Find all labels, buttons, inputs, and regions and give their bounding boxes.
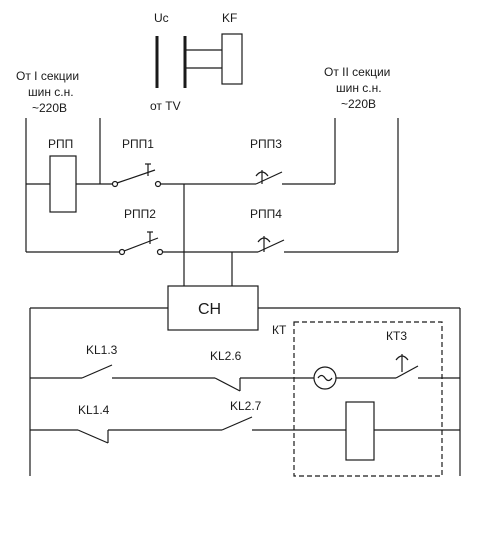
circuit-row-2 <box>30 416 460 444</box>
svg-text:~220В: ~220В <box>341 97 376 111</box>
svg-text:От I секции: От I секции <box>16 69 79 83</box>
rpp3-contact <box>250 118 336 185</box>
source-1-label: От I секции шин с.н. ~220В <box>16 69 79 115</box>
kt-enclosure <box>293 321 443 477</box>
svg-text:шин с.н.: шин с.н. <box>336 81 382 95</box>
svg-text:шин с.н.: шин с.н. <box>28 85 74 99</box>
ch-label: СН <box>198 301 221 318</box>
source-1-wiring <box>25 118 120 253</box>
kt-label: КТ <box>272 323 287 337</box>
source-2-label: От II секции шин с.н. ~220В <box>324 65 390 111</box>
rpp2-contact <box>118 231 258 256</box>
kl14-label: KL1.4 <box>78 403 110 417</box>
ot-tv-label: от TV <box>150 99 181 113</box>
uc-label: Uc <box>154 11 169 25</box>
rpp2-label: РПП2 <box>124 207 156 221</box>
kl26-label: KL2.6 <box>210 349 242 363</box>
rpp4-contact <box>257 118 399 253</box>
rpp3-label: РПП3 <box>250 137 282 151</box>
kt-relay-coil <box>345 401 375 461</box>
rpp-label: РПП <box>48 137 73 151</box>
svg-text:~220В: ~220В <box>32 101 67 115</box>
kf-relay-coil <box>221 33 243 85</box>
kl27-label: KL2.7 <box>230 399 262 413</box>
generator-tilde <box>317 374 333 382</box>
kf-label: KF <box>222 11 237 25</box>
rpp4-label: РПП4 <box>250 207 282 221</box>
voltage-relay-block: Uc KF от TV <box>150 11 243 113</box>
output-bus <box>29 307 461 476</box>
rpp1-label: РПП1 <box>122 137 154 151</box>
kt3-label: КТ3 <box>386 329 407 343</box>
rpp1-contact <box>111 163 250 188</box>
generator-symbol <box>313 366 337 390</box>
kt3-contact <box>395 354 409 372</box>
kl13-label: KL1.3 <box>86 343 118 357</box>
rpp-relay-coil <box>49 155 77 213</box>
circuit-row-1 <box>30 364 460 392</box>
svg-text:От II секции: От II секции <box>324 65 390 79</box>
ch-feed-wires <box>183 184 233 286</box>
